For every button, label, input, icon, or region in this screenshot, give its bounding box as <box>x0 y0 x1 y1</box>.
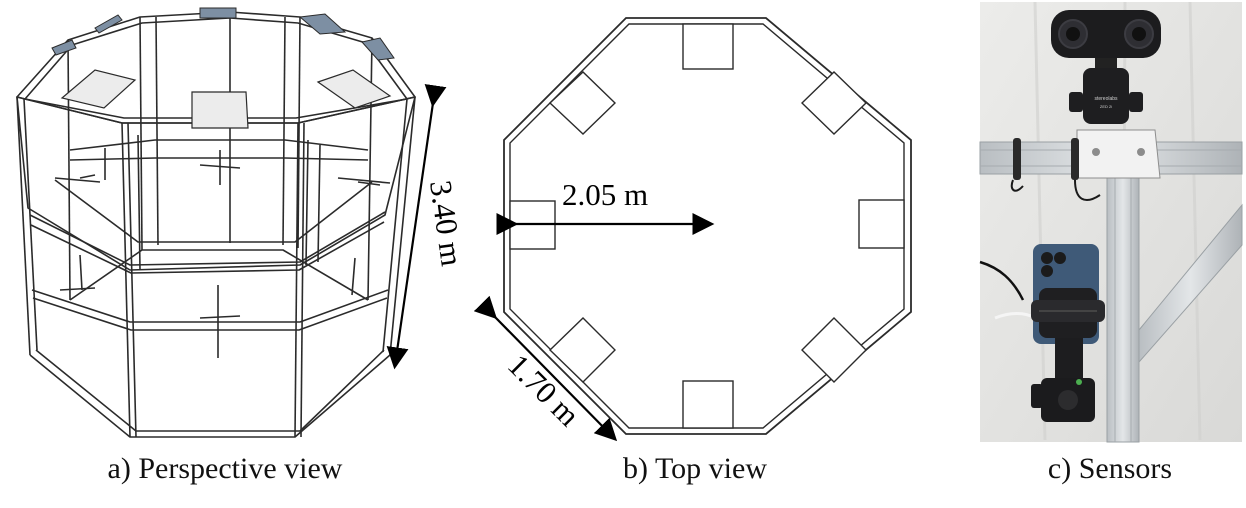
caption-sensors: c) Sensors <box>1047 452 1173 485</box>
camera-model-text: ZED 2i <box>1100 104 1112 109</box>
perspective-view-panel: 3.40 m a) Perspective view <box>0 0 470 508</box>
mount-bracket <box>1076 129 1161 179</box>
camera-brand-text: stereolabs <box>1094 96 1118 102</box>
sensors-photo: stereolabs ZED 2i <box>979 1 1243 443</box>
top-view-drawing: 2.05 m 1.70 m <box>473 17 912 442</box>
height-dimension-arrow <box>386 84 447 370</box>
caption-perspective-view: a) Perspective view <box>107 452 343 485</box>
sensor-southeast <box>801 317 867 383</box>
height-dimension-label: 3.40 m <box>423 178 470 268</box>
camera-ball-head <box>1083 68 1129 124</box>
sensor-south <box>682 380 734 429</box>
octagon-outer <box>503 17 912 435</box>
sensor-east <box>858 199 905 249</box>
radius-dimension-label: 2.05 m <box>562 177 648 212</box>
sensor-northeast <box>800 71 868 135</box>
sensor-north <box>682 23 734 70</box>
top-view-panel: 2.05 m 1.70 m b) Top view <box>470 0 940 508</box>
side-dimension-arrow <box>473 295 618 442</box>
sensors-photo-panel: stereolabs ZED 2i c) Sensors <box>975 0 1246 508</box>
octagon-inner <box>509 23 905 429</box>
sensor-southwest <box>548 317 616 383</box>
caption-top-view: b) Top view <box>623 452 767 485</box>
aluminum-diagonal-brace <box>1138 203 1243 364</box>
aluminum-post-vertical <box>1106 173 1140 443</box>
sensor-northwest <box>548 71 617 135</box>
perspective-frame-drawing: 3.40 m <box>16 7 470 438</box>
